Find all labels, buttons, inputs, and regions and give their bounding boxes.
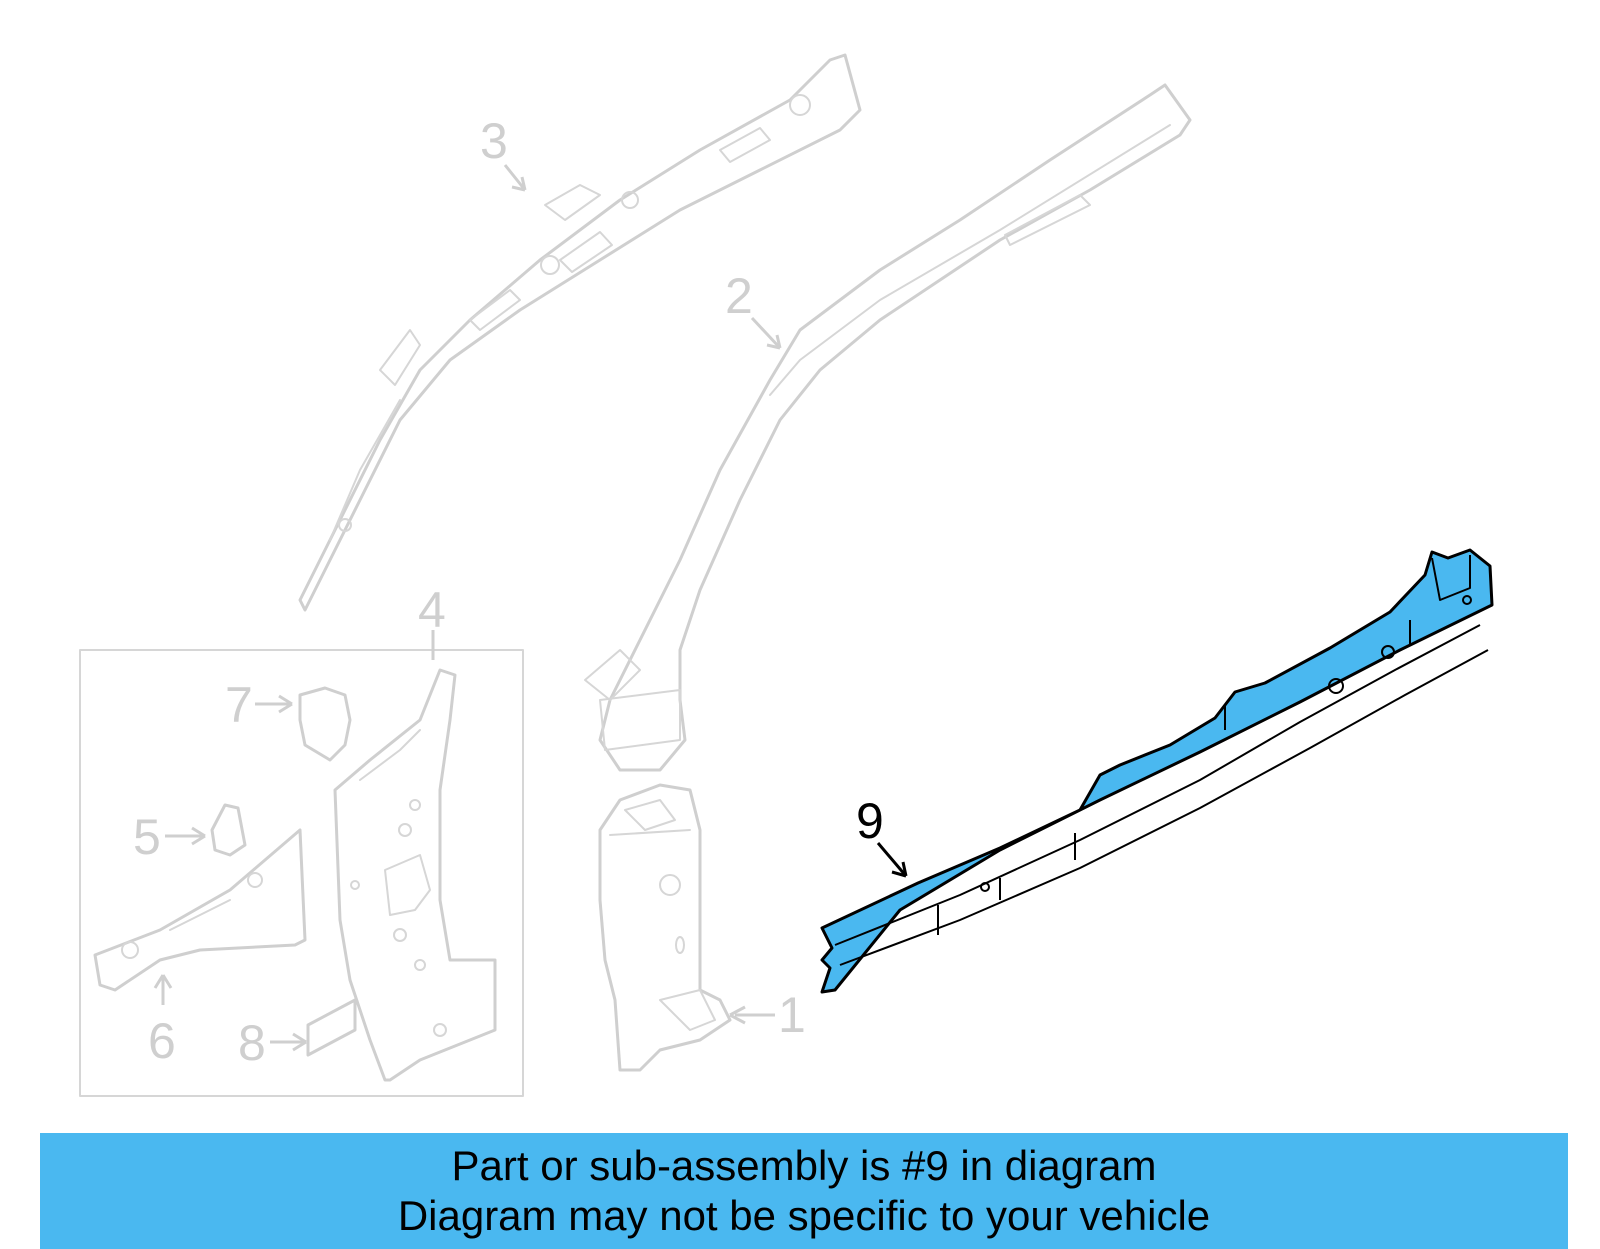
banner-line-1: Part or sub-assembly is #9 in diagram: [451, 1142, 1157, 1189]
callout-9: 9: [856, 793, 884, 849]
part-8-plate[interactable]: [306, 998, 357, 1057]
callout-3: 3: [480, 113, 508, 169]
callout-5: 5: [133, 809, 161, 865]
part-3-roof-rail[interactable]: [298, 53, 862, 612]
part-6-bracket[interactable]: [93, 828, 307, 992]
part-2-pillar-rail[interactable]: [584, 83, 1192, 772]
callout-1: 1: [778, 987, 806, 1043]
part-9-rocker-panel[interactable]: [820, 548, 1494, 994]
banner-line-2: Diagram may not be specific to your vehi…: [397, 1192, 1211, 1239]
callout-4: 4: [418, 582, 446, 638]
callout-8: 8: [238, 1015, 266, 1071]
sub-assembly-box: [79, 649, 524, 1097]
callout-2: 2: [725, 268, 753, 324]
callout-7: 7: [225, 677, 253, 733]
leaders: [153, 164, 908, 1052]
part-4-inner-panel[interactable]: [333, 668, 497, 1082]
callout-6: 6: [148, 1013, 176, 1069]
part-5-grommet[interactable]: [210, 803, 247, 857]
part-7-bracket[interactable]: [298, 686, 352, 762]
info-banner: Part or sub-assembly is #9 in diagram Di…: [40, 1133, 1568, 1249]
part-1-lower-pillar[interactable]: [598, 783, 732, 1072]
